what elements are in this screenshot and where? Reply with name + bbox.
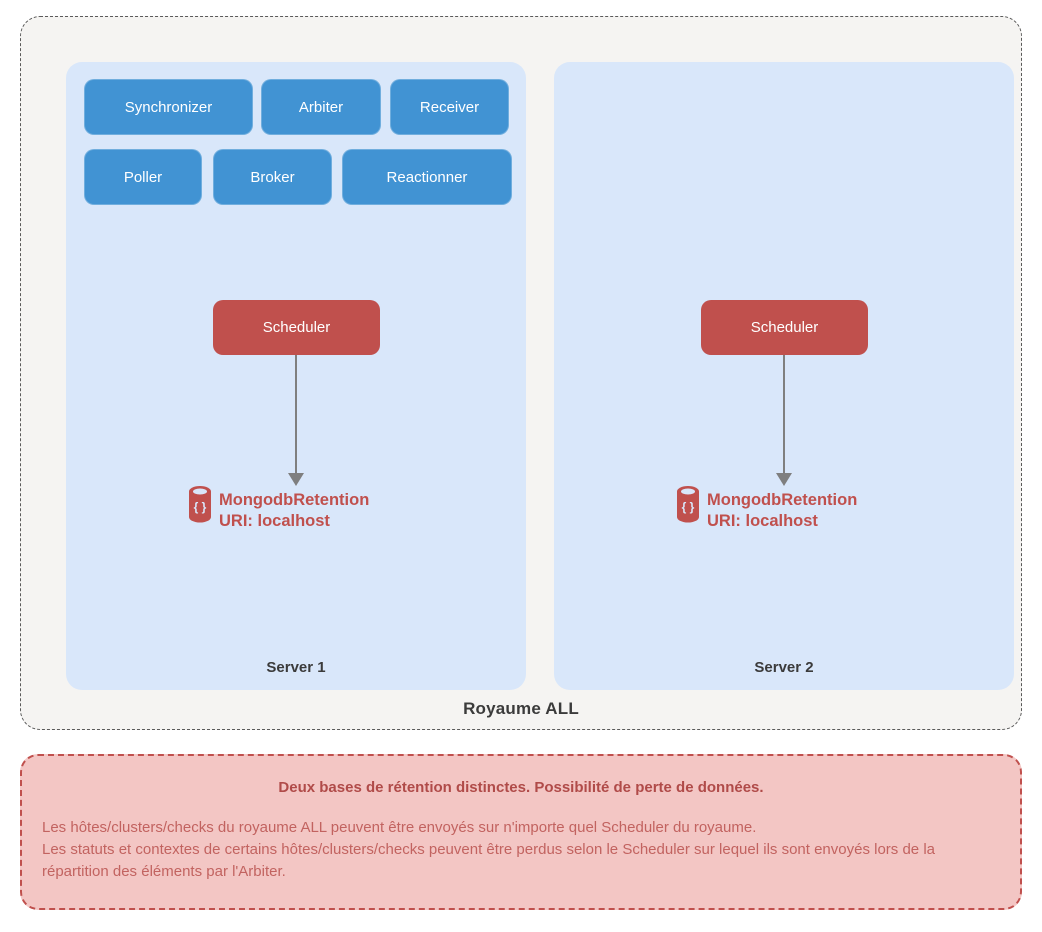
db-text-block: MongodbRetention URI: localhost [707,485,857,532]
database-braces-glyph: { } [194,500,207,514]
server1-label: Server 1 [266,659,326,676]
arrow-head-icon [288,473,304,486]
database-braces-glyph: { } [682,500,695,514]
warning-line-2: Les statuts et contextes de certains hôt… [42,841,935,880]
node-reactionner-label: Reactionner [386,168,468,186]
realm-label: Royaume ALL [463,699,579,718]
arrow-scheduler-to-db [295,355,297,473]
warning-box: Deux bases de rétention distinctes. Poss… [20,754,1022,910]
arrow-head-icon [776,473,792,486]
scheduler-label: Scheduler [262,319,331,336]
node-poller-label: Poller [123,168,163,186]
node-reactionner: Reactionner [342,149,512,205]
db-uri: URI: localhost [707,512,818,530]
db-node-server1: { } MongodbRetention URI: localhost [187,485,369,532]
db-name: MongodbRetention [707,491,858,509]
realm-container: Synchronizer Arbiter Receiver Poller Bro… [20,16,1022,730]
node-synchronizer: Synchronizer [84,79,253,135]
db-text-block: MongodbRetention URI: localhost [219,485,369,532]
node-scheduler-server2: Scheduler [701,300,868,355]
node-arbiter-label: Arbiter [298,98,344,116]
database-icon: { } [677,486,699,523]
node-scheduler-server1: Scheduler [213,300,380,355]
server2-panel: Scheduler { } MongodbRetention URI: loca… [554,62,1014,690]
db-node-server2: { } MongodbRetention URI: localhost [675,485,857,532]
warning-body: Les hôtes/clusters/checks du royaume ALL… [42,817,1000,883]
warning-line-1: Les hôtes/clusters/checks du royaume ALL… [42,819,757,836]
node-receiver-label: Receiver [419,98,480,116]
server1-panel: Synchronizer Arbiter Receiver Poller Bro… [66,62,526,690]
node-broker-label: Broker [250,168,295,186]
db-name: MongodbRetention [219,491,370,509]
warning-title: Deux bases de rétention distinctes. Poss… [278,779,764,796]
node-synchronizer-label: Synchronizer [124,98,213,116]
node-receiver: Receiver [390,79,509,135]
arrow-scheduler-to-db [783,355,785,473]
server2-label: Server 2 [754,659,814,676]
scheduler-label: Scheduler [750,319,819,336]
db-uri: URI: localhost [219,512,330,530]
database-icon: { } [189,486,211,523]
node-poller: Poller [84,149,202,205]
node-arbiter: Arbiter [261,79,381,135]
node-broker: Broker [213,149,332,205]
